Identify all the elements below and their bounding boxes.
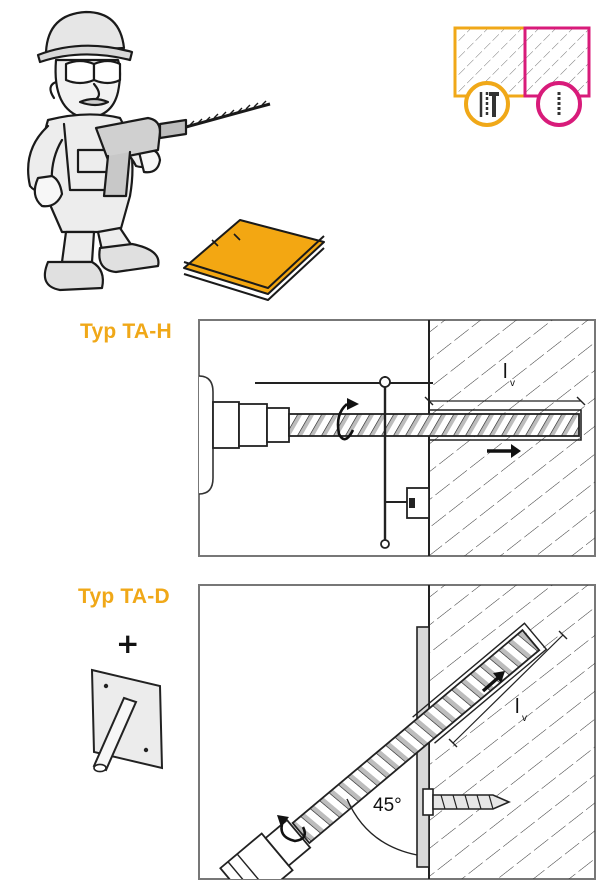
worker-with-drill-illustration <box>27 10 271 292</box>
depth-label-sub: v <box>510 378 515 389</box>
depth-label-l: l <box>503 361 507 383</box>
diagram-ta-h: l v <box>198 319 596 557</box>
depth-label-l: l <box>515 696 519 718</box>
section-label-typ-ta-d: Typ TA-D <box>78 585 170 608</box>
diagram-ta-d: l v 45° <box>198 584 596 880</box>
angle-label: 45° <box>373 795 402 816</box>
plus-sign: + <box>116 627 140 660</box>
instructions-folder-icon <box>183 219 325 301</box>
material-suitability-icons <box>453 26 591 127</box>
angle-plate-icon <box>90 668 164 773</box>
section-label-typ-ta-h: Typ TA-H <box>80 320 172 343</box>
depth-label-sub: v <box>522 713 527 724</box>
